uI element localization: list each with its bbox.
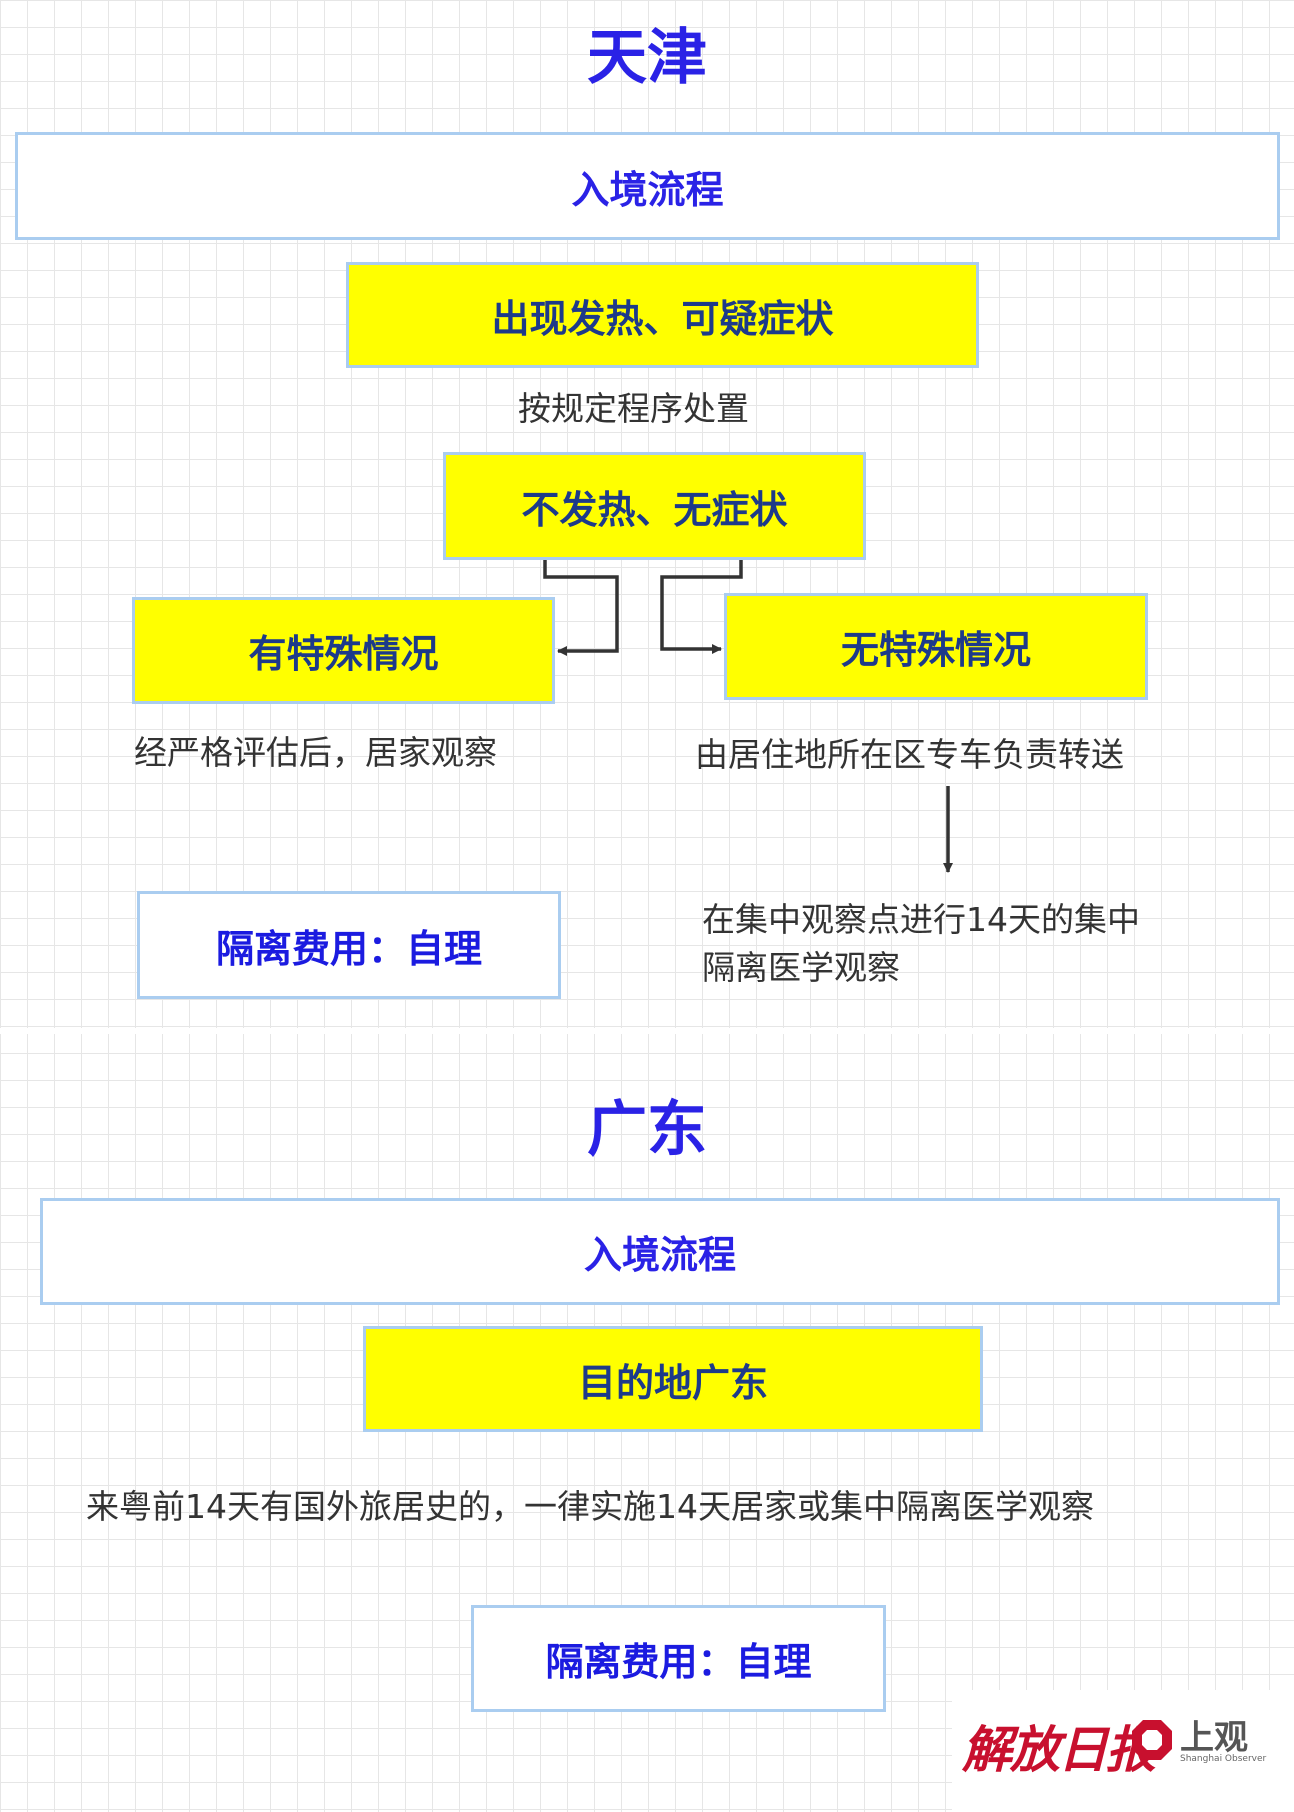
- destination-guangdong-box: 目的地广东: [363, 1326, 983, 1432]
- tianjin-title: 天津: [587, 23, 707, 93]
- no-special-action-text: 由居住地所在区专车负责转送: [695, 735, 1124, 774]
- fever-symptom-box: 出现发热、可疑症状: [346, 262, 979, 368]
- connector-to-special: [543, 560, 619, 656]
- guangdong-title: 广东: [587, 1095, 707, 1165]
- section-separator: [0, 1028, 1294, 1034]
- no-fever-box: 不发热、无症状: [443, 452, 866, 560]
- guangdong-section: 广东 入境流程 目的地广东 来粤前14天有国外旅居史的，一律实施14天居家或集中…: [0, 1030, 1294, 1812]
- tianjin-section: 天津 入境流程 出现发热、可疑症状 按规定程序处置 不发热、无症状 有特殊情况 …: [15, 23, 1280, 999]
- shangguan-mark-icon: [1132, 1720, 1172, 1760]
- guangdong-fee-box: 隔离费用：自理: [471, 1605, 886, 1712]
- tianjin-fee-box: 隔离费用：自理: [137, 891, 561, 999]
- tianjin-connectors: [543, 560, 953, 873]
- no-special-case-box: 无特殊情况: [724, 593, 1148, 700]
- special-case-box: 有特殊情况: [132, 597, 555, 704]
- shangguan-subtitle: Shanghai Observer: [1180, 1754, 1267, 1764]
- shangguan-logo: 上观: [1180, 1718, 1248, 1758]
- quarantine-text-line2: 隔离医学观察: [702, 948, 900, 987]
- quarantine-text-line1: 在集中观察点进行14天的集中: [702, 900, 1140, 939]
- guangdong-entry-process-box: 入境流程: [40, 1198, 1280, 1305]
- tianjin-entry-process-box: 入境流程: [15, 132, 1280, 240]
- fever-action-text: 按规定程序处置: [518, 389, 749, 428]
- special-action-text: 经严格评估后，居家观察: [134, 733, 497, 772]
- jiefang-daily-logo: 解放日报: [962, 1720, 1156, 1779]
- guangdong-rule-text: 来粤前14天有国外旅居史的，一律实施14天居家或集中隔离医学观察: [86, 1487, 1094, 1526]
- logo-area: 解放日报 上观 Shanghai Observer: [952, 1690, 1294, 1812]
- connector-to-no-special: [660, 560, 743, 654]
